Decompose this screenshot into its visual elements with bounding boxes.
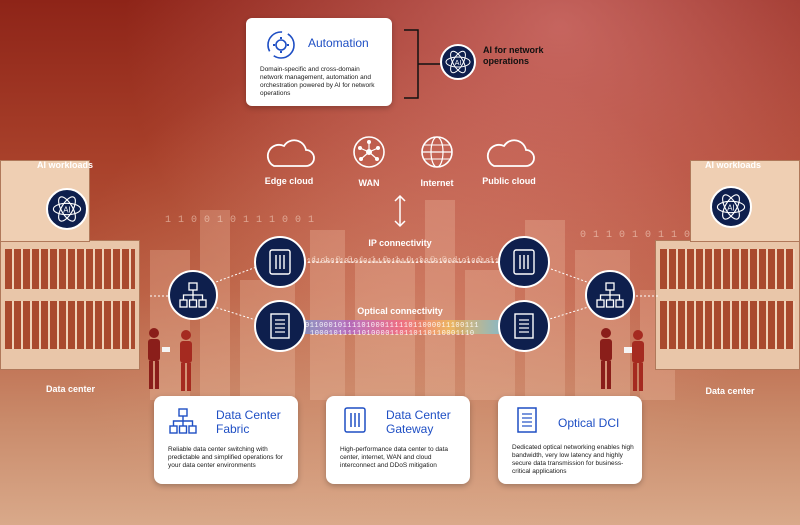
card-data-center-gateway: Data Center Gateway High-performance dat…: [326, 396, 470, 484]
optical-binary-stream: 0110001011110100011111011000011100111: [305, 322, 479, 330]
router-icon: [269, 249, 291, 275]
card-desc-optical: Dedicated optical networking enables hig…: [512, 444, 634, 475]
right-ai-icon-text: AI: [727, 203, 735, 212]
document-lines-icon: [270, 313, 290, 339]
atom-ai-icon: AI: [716, 194, 746, 220]
left-rack-cells-bottom: [5, 301, 135, 349]
cloud-label-public: Public cloud: [482, 176, 536, 186]
bg-binary-1: 1 1 1 0 0 1 1 0 1 0 1 0 0 1 1 0 1: [300, 255, 495, 265]
hierarchy-icon: [596, 282, 624, 308]
cloud-item-edge: Edge cloud: [262, 136, 316, 208]
right-optical-node: [498, 300, 550, 352]
router-icon: [344, 407, 366, 433]
optical-connectivity-label: Optical connectivity: [357, 306, 443, 316]
card-title-gateway: Data Center Gateway: [386, 408, 451, 436]
ai-ops-circle: AI: [440, 44, 476, 80]
left-gateway-node: [254, 236, 306, 288]
automation-description: Domain-specific and cross-domain network…: [260, 66, 375, 97]
ai-ops-label: AI for network operations: [483, 45, 544, 66]
document-lines-icon: [517, 407, 537, 433]
ip-connectivity-label: IP connectivity: [368, 238, 432, 248]
left-rack-body: [0, 240, 140, 370]
ip-binary-stream: 0101000110101011110101111001010001010010…: [302, 258, 509, 266]
automation-title: Automation: [308, 36, 369, 50]
right-rack-body: [655, 240, 800, 370]
left-ai-workloads-label: AI workloads: [36, 160, 93, 170]
card-desc-fabric: Reliable data center switching with pred…: [168, 446, 283, 469]
right-rack-cells-top: [660, 249, 795, 289]
cloud-item-internet: Internet: [410, 134, 464, 206]
card-data-center-fabric: Data Center Fabric Reliable data center …: [154, 396, 298, 484]
ai-ops-icon-text: AI: [455, 60, 462, 67]
card-desc-gateway: High-performance data center to data cen…: [340, 446, 449, 469]
left-rack-cells-top: [5, 249, 135, 289]
gear-cycle-icon: [267, 31, 295, 59]
left-ai-icon-text: AI: [63, 205, 71, 214]
left-fabric-node: [168, 270, 218, 320]
right-ai-circle: AI: [710, 186, 752, 228]
optical-binary-stream-2: 10001011111010000110110110110001110: [310, 330, 475, 338]
automation-card: Automation Domain-specific and cross-dom…: [246, 18, 392, 106]
cloud-label-edge: Edge cloud: [264, 176, 314, 186]
bg-binary-2: 0 1 1 0 1 0 1 1 0 0 1 1 0 1 0 1: [580, 230, 782, 241]
left-people-illustration: [148, 328, 192, 391]
bg-binary-3: 1 1 0 0 1 0 1 1 1 0 0 1: [165, 215, 315, 226]
cloud-item-public: Public cloud: [482, 136, 536, 208]
atom-ai-icon: AI: [52, 196, 82, 222]
right-rack-cells-bottom: [660, 301, 795, 349]
right-gateway-node: [498, 236, 550, 288]
right-fabric-node: [585, 270, 635, 320]
left-data-center-label: Data center: [46, 384, 96, 394]
atom-ai-icon: AI: [445, 50, 471, 74]
router-icon: [513, 249, 535, 275]
cloud-label-wan: WAN: [358, 178, 380, 188]
card-title-optical: Optical DCI: [558, 416, 620, 430]
left-optical-node: [254, 300, 306, 352]
hierarchy-icon: [179, 282, 207, 308]
cloud-icon: [486, 139, 535, 167]
card-optical-dci: Optical DCI Dedicated optical networking…: [498, 396, 642, 484]
right-data-center-label: Data center: [705, 386, 755, 396]
right-people-illustration: [600, 328, 644, 391]
globe-icon: [421, 136, 453, 168]
cloud-item-wan: WAN: [342, 134, 396, 206]
cloud-label-internet: Internet: [420, 178, 454, 188]
right-ai-workloads-label: AI workloads: [704, 160, 761, 170]
hierarchy-icon: [169, 408, 197, 434]
cloud-icon: [266, 139, 315, 167]
card-title-fabric: Data Center Fabric: [216, 408, 281, 436]
network-hub-icon: [353, 136, 385, 168]
left-ai-circle: AI: [46, 188, 88, 230]
document-lines-icon: [514, 313, 534, 339]
